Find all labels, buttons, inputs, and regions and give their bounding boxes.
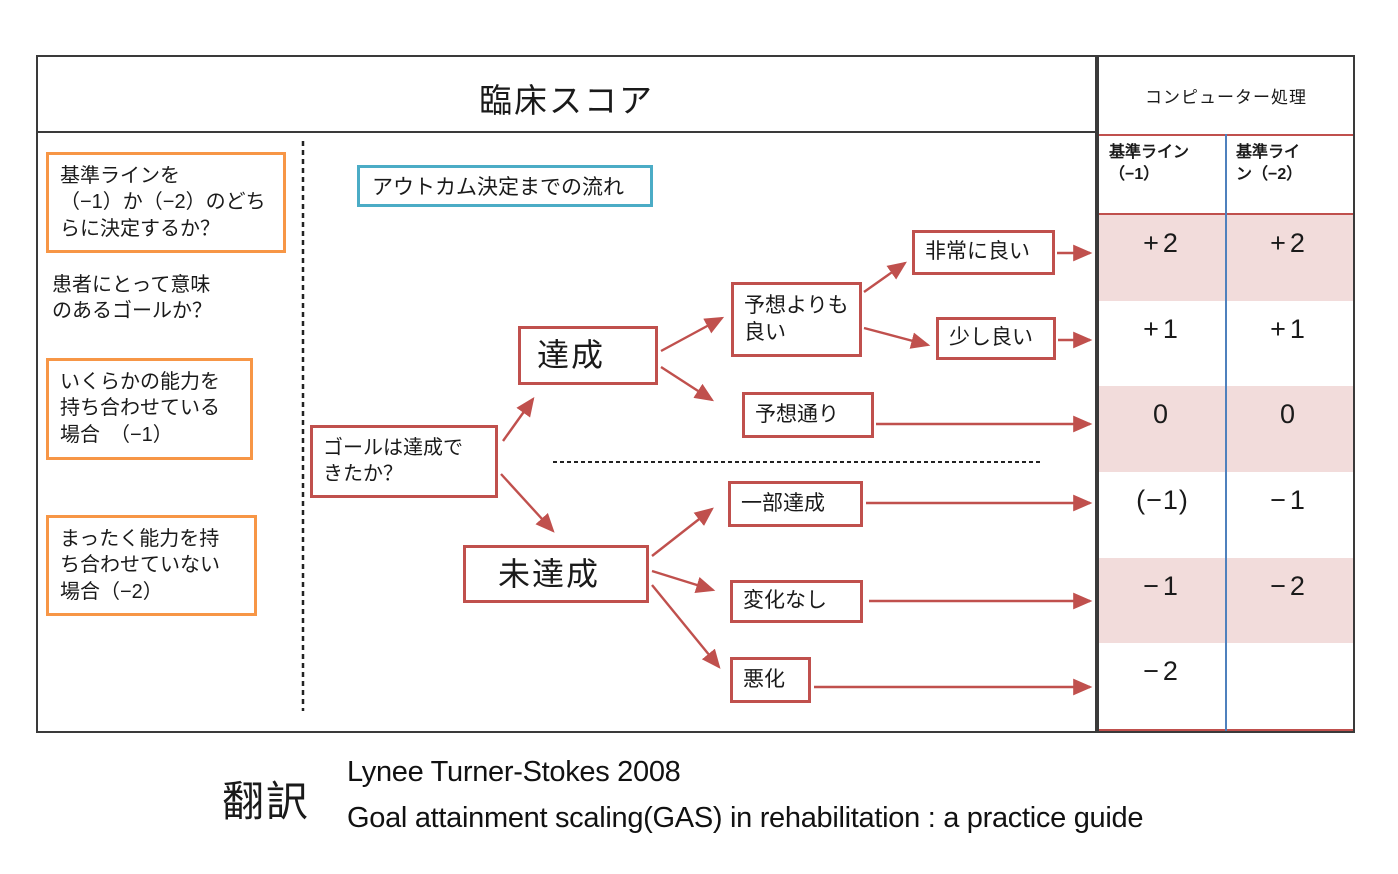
table-cell: +2 [1270,228,1309,258]
table-row: +1 +1 [1099,301,1353,387]
panel-title: 臨床スコア [479,82,654,119]
table-cell: −1 [1270,485,1309,516]
table-cell: −1 [1143,570,1182,601]
table-cell: 0 [1152,399,1173,430]
caption-line-1: Lynee Turner-Stokes 2008 [347,756,681,788]
panel-title-divider [36,131,1097,133]
no-change-box: 変化なし [730,580,863,623]
slightly-better-box: 少し良い [936,317,1056,360]
table-row: −2 [1099,643,1353,729]
computer-processing-table: コンピューター処理 基準ライン （−1） 基準ライ ン（−2） +2 +2 +1… [1097,55,1355,733]
worse-box: 悪化 [730,657,811,703]
table-cell: +1 [1270,313,1309,344]
table-column-headers: 基準ライン （−1） 基準ライ ン（−2） [1099,136,1353,213]
partially-achieved-box: 一部達成 [728,481,863,527]
baseline-choice-note-box: 基準ラインを （−1）か（−2）のどち らに決定するか？ [46,152,286,254]
caption-line-2: Goal attainment scaling(GAS) in rehabili… [347,802,1144,834]
table-row: (−1) −1 [1099,472,1353,558]
not-achieved-box: 未達成 [463,545,649,603]
table-cell: −2 [1143,656,1182,687]
patient-goal-note: 患者にとって意味 のあるゴールか？ [52,274,212,323]
caption-label: 翻訳 [222,778,311,825]
achieved-box: 達成 [518,326,658,385]
capability-none-box: まったく能力を持 ち合わせていない 場合（−2） [46,515,257,617]
flow-title-box: アウトカム決定までの流れ [357,165,653,207]
capability-some-box: いくらかの能力を 持ち合わせている 場合 （−1） [46,358,253,460]
table-cell: +2 [1143,228,1182,258]
table-cell: −2 [1270,570,1309,601]
table-cell: +1 [1143,313,1182,344]
blue-divider-line [1225,134,1227,731]
baseline-col1-header: 基準ライン （−1） [1109,144,1190,183]
better-than-expected-box: 予想よりも 良い [731,282,862,357]
table-title: コンピューター処理 [1145,88,1307,107]
goal-question-box: ゴールは達成で きたか？ [310,425,498,498]
clinical-score-panel [36,55,1097,733]
baseline-col2-header: 基準ライ ン（−2） [1236,144,1303,183]
much-better-box: 非常に良い [912,230,1055,275]
table-cell: (−1) [1136,485,1189,516]
table-cell [1226,643,1353,729]
as-expected-box: 予想通り [742,392,874,438]
table-cell: 0 [1279,399,1300,430]
